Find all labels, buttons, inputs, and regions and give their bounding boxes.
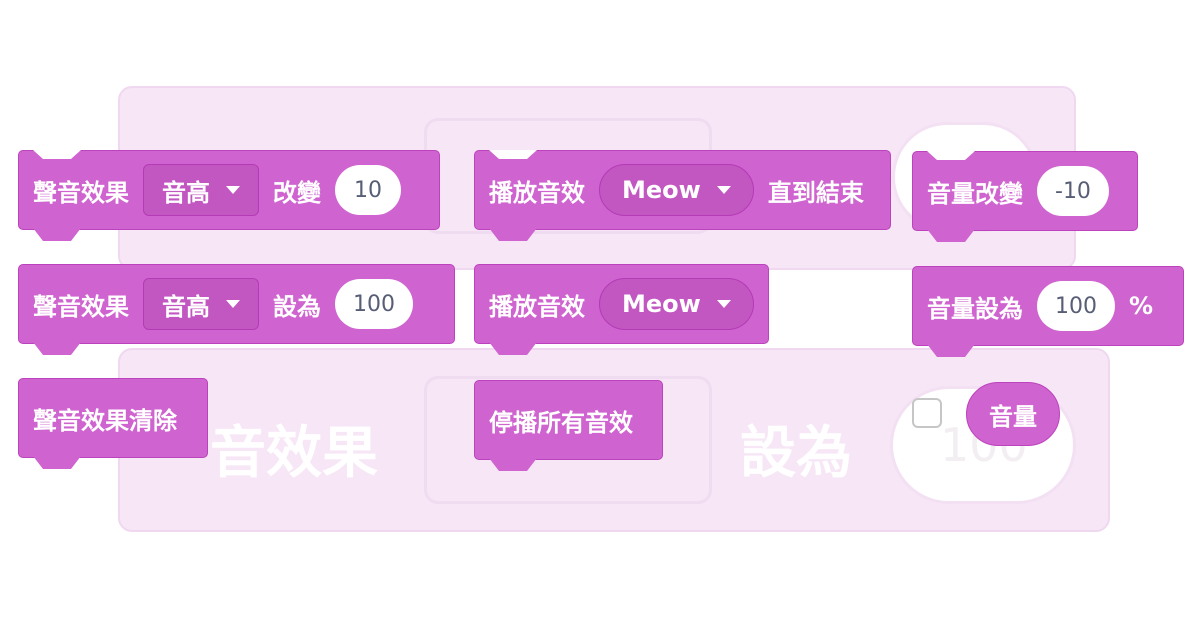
sound-dropdown[interactable]: Meow [599,164,754,216]
block-label: 播放音效 [489,178,585,207]
dropdown-value: Meow [622,176,701,204]
percent-unit: % [1129,292,1154,320]
volume-monitor-checkbox[interactable] [912,398,942,428]
block-tab [489,342,537,355]
play-sound-block[interactable]: 播放音效 Meow [474,264,769,355]
effect-dropdown[interactable]: 音高 [143,164,259,216]
caret-down-icon [716,186,731,194]
block-notch [489,150,537,159]
set-sound-effect-block[interactable]: 聲音效果 音高 設為 100 [18,264,455,355]
block-label: 聲音效果 [33,292,129,321]
block-verb: 改變 [273,178,321,207]
block-tab [33,456,81,469]
block-tab [489,458,537,471]
block-label: 播放音效 [489,292,585,321]
block-verb: 設為 [273,292,321,321]
dropdown-value: 音高 [162,178,210,207]
reporter-label: 音量 [989,402,1037,431]
effect-change-value-input[interactable]: 10 [335,165,401,215]
clear-sound-effects-block[interactable]: 聲音效果清除 [18,378,208,469]
block-label: 聲音效果 [33,178,129,207]
block-tab [33,228,81,241]
block-notch [33,150,81,159]
block-label: 停播所有音效 [489,408,633,437]
caret-down-icon [716,300,731,308]
caret-down-icon [226,186,240,194]
block-tab [33,342,81,355]
block-label: 音量設為 [927,294,1023,323]
set-volume-block[interactable]: 音量設為 100 % [912,266,1184,357]
dropdown-value: 音高 [162,292,210,321]
volume-change-value-input[interactable]: -10 [1037,166,1109,216]
effect-set-value-input[interactable]: 100 [335,279,413,329]
effect-dropdown[interactable]: 音高 [143,278,259,330]
block-tab [489,228,537,241]
block-tab [927,344,975,357]
dropdown-value: Meow [622,290,701,318]
background-label-effect: 音效果 [210,421,378,486]
caret-down-icon [226,300,240,308]
stop-all-sounds-block[interactable]: 停播所有音效 [474,380,663,471]
background-label-set: 設為 [740,421,852,486]
block-label: 聲音效果清除 [33,406,177,435]
change-volume-block[interactable]: 音量改變 -10 [912,151,1138,242]
block-tab [927,229,975,242]
change-sound-effect-block[interactable]: 聲音效果 音高 改變 10 [18,150,440,241]
block-label: 音量改變 [927,179,1023,208]
volume-set-value-input[interactable]: 100 [1037,281,1115,331]
play-sound-until-done-block[interactable]: 播放音效 Meow 直到結束 [474,150,891,241]
block-notch [927,151,975,160]
sound-dropdown[interactable]: Meow [599,278,754,330]
block-suffix: 直到結束 [767,178,864,207]
volume-reporter-block[interactable]: 音量 [966,382,1060,446]
